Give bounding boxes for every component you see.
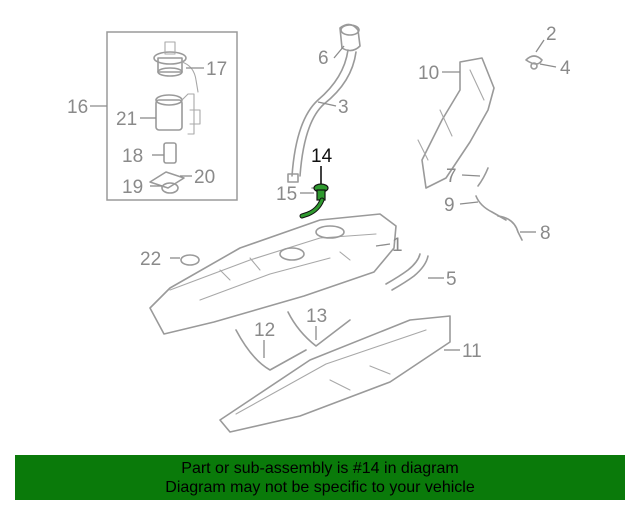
part-13-strap — [287, 311, 351, 347]
part-9-hose — [475, 195, 507, 221]
part-5-hose — [385, 253, 429, 291]
part-14-fuel-sender-highlight — [299, 183, 329, 219]
callout-5: 5 — [446, 269, 457, 290]
callout-19: 19 — [122, 177, 143, 198]
callout-17: 17 — [206, 59, 227, 80]
callout-8: 8 — [540, 223, 551, 244]
callout-11: 11 — [462, 341, 482, 362]
callout-16: 16 — [67, 97, 88, 118]
callout-1: 1 — [392, 235, 403, 256]
leader-lines — [90, 39, 557, 358]
part-3-filler-pipe — [287, 49, 357, 183]
callout-20: 20 — [194, 167, 215, 188]
callout-4: 4 — [560, 58, 571, 79]
part-1-fuel-tank — [149, 213, 397, 335]
part-8-hose — [497, 215, 523, 241]
callout-21: 21 — [116, 109, 137, 130]
part-21-pump-body — [155, 93, 201, 135]
info-banner: Part or sub-assembly is #14 in diagram D… — [15, 455, 625, 500]
part-12-strap — [235, 329, 307, 371]
callout-2: 2 — [546, 24, 557, 45]
pump-inset-box — [106, 31, 238, 201]
callout-10: 10 — [418, 63, 439, 84]
part-6-filler-neck — [339, 23, 361, 52]
part-18-pump — [163, 142, 177, 164]
callout-7: 7 — [446, 166, 457, 187]
part-19-ring — [161, 182, 179, 194]
part-7-hose — [477, 167, 489, 187]
banner-line-1: Part or sub-assembly is #14 in diagram — [181, 459, 459, 477]
callout-6: 6 — [318, 48, 329, 69]
parts-diagram: 17 16 21 18 20 19 6 3 2 4 10 7 9 8 1 5 2… — [67, 23, 571, 433]
part-11-skid-plate — [219, 315, 451, 433]
callout-14: 14 — [311, 146, 333, 167]
callout-15: 15 — [276, 184, 297, 205]
callout-13: 13 — [306, 306, 327, 327]
part-17-pump-flange — [153, 41, 199, 93]
callout-22: 22 — [140, 249, 161, 270]
part-10-heat-shield — [417, 57, 495, 189]
part-2-clip — [525, 55, 543, 70]
callout-3: 3 — [338, 97, 349, 118]
callout-18: 18 — [122, 146, 143, 167]
callout-9: 9 — [444, 195, 455, 216]
banner-line-2: Diagram may not be specific to your vehi… — [165, 478, 475, 496]
callout-12: 12 — [254, 320, 275, 341]
part-22-cap — [180, 254, 200, 266]
